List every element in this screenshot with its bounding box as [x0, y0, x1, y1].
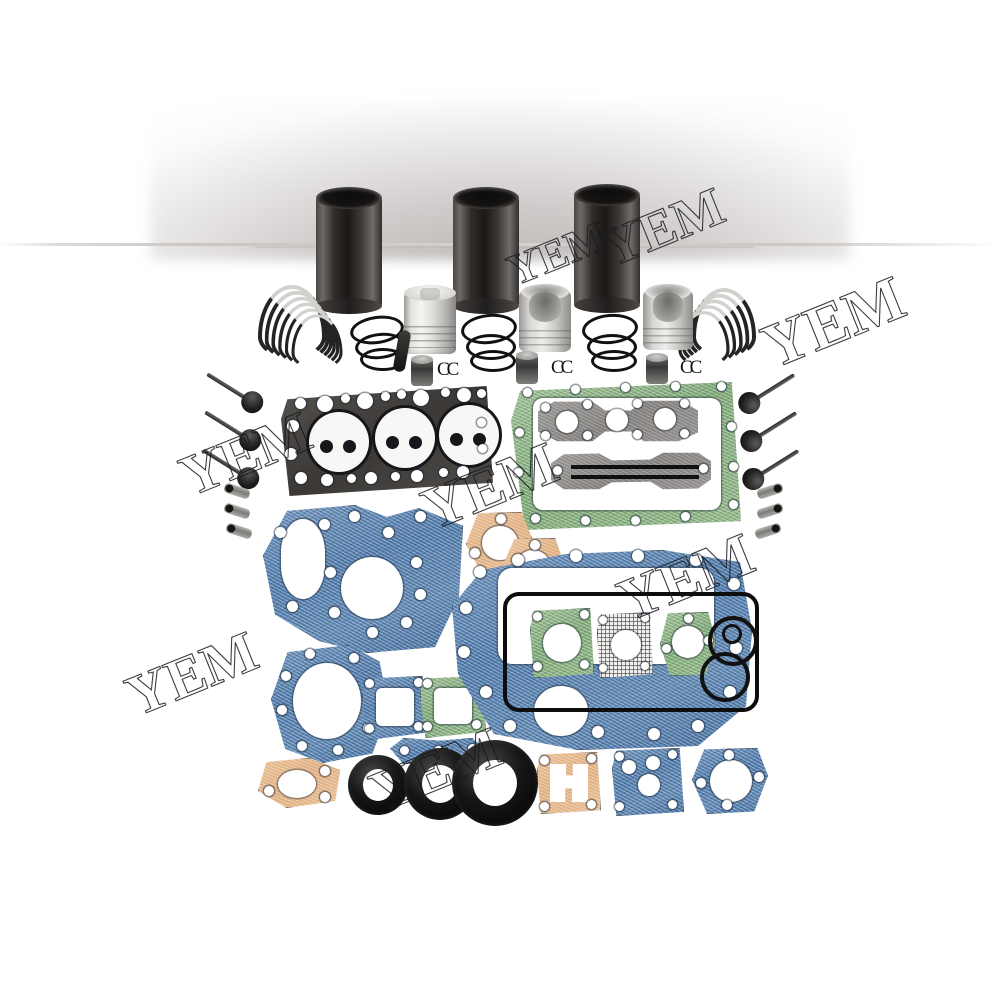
liner-bore: [453, 187, 519, 209]
piston-ring-grooves: [519, 330, 571, 348]
piston-pin-snap-ring: CC: [437, 359, 459, 380]
main-bearing-shell-stack: [258, 285, 343, 370]
main-bearing-shell-stack: [678, 288, 756, 367]
mesh-screen-gasket: [597, 612, 653, 678]
manifold-gasket: [538, 399, 698, 443]
crankshaft-oil-seal: [348, 755, 408, 815]
valve-guide: [223, 502, 251, 520]
piston: [643, 284, 693, 350]
piston-ring-grooves: [404, 326, 456, 348]
engine-valve: [202, 448, 264, 494]
head-gasket-fire-ring: [309, 412, 369, 472]
pin-bore: [411, 355, 433, 364]
piston-wrist-pin: [646, 353, 668, 384]
piston-ring: [591, 350, 637, 372]
guide-bore: [772, 503, 783, 514]
engine-valve: [206, 372, 268, 418]
piston-combustion-bowl: [653, 292, 683, 322]
liner-lip: [574, 297, 640, 313]
engine-valve: [738, 448, 800, 495]
engine-body-gasket: [612, 748, 684, 816]
engine-body-gasket: [271, 645, 389, 763]
valve-head: [235, 425, 266, 456]
head-gasket-fire-ring: [439, 405, 499, 465]
cylinder-liner: [574, 184, 640, 313]
piston: [519, 284, 571, 352]
piston-pin-snap-ring: CC: [551, 357, 573, 378]
piston-combustion-bowl: [529, 292, 561, 322]
valve-guide: [756, 502, 784, 520]
guide-bore: [226, 523, 237, 534]
liner-lip: [316, 298, 382, 314]
accessory-gasket: [420, 676, 486, 738]
piston-ring: [470, 350, 516, 372]
engine-body-gasket: [263, 505, 463, 653]
piston-valve-relief: [419, 288, 441, 300]
valve-head: [237, 387, 268, 418]
crankshaft-oil-seal: [452, 740, 538, 826]
piston-wrist-pin: [411, 355, 433, 386]
liner-lip: [453, 298, 519, 314]
valve-guide: [754, 522, 782, 540]
guide-bore: [224, 483, 235, 494]
guide-bore: [770, 523, 781, 534]
piston-wrist-pin: [516, 351, 538, 384]
guide-bore: [772, 483, 783, 494]
engine-valve: [734, 372, 796, 419]
cylinder-head-gasket: [281, 386, 499, 496]
guide-bore: [224, 503, 235, 514]
watermark-yem: YEM: [752, 262, 916, 383]
liner-bore: [574, 184, 640, 206]
piston-pin-snap-ring: CC: [680, 357, 702, 378]
cylinder-liner: [316, 187, 382, 314]
liner-bore: [316, 187, 382, 209]
piston: [404, 285, 456, 354]
o-ring-rectangular: [503, 592, 759, 712]
accessory-gasket: [537, 752, 601, 814]
watermark-yem: YEM: [116, 617, 267, 729]
o-ring: [722, 624, 742, 644]
engine-valve: [736, 410, 798, 457]
cylinder-liner: [453, 187, 519, 314]
piston-ring-grooves: [643, 328, 693, 346]
accessory-gasket: [530, 608, 594, 678]
valve-guide: [225, 522, 253, 540]
engine-body-gasket: [362, 676, 428, 740]
accessory-gasket: [258, 758, 342, 808]
pin-bore: [646, 353, 668, 362]
pin-bore: [516, 351, 538, 360]
valve-cover-gasket: [551, 452, 711, 490]
head-gasket-fire-ring: [375, 408, 435, 468]
engine-body-gasket: [692, 748, 768, 814]
o-ring: [700, 652, 750, 702]
engine-valve: [204, 410, 266, 456]
